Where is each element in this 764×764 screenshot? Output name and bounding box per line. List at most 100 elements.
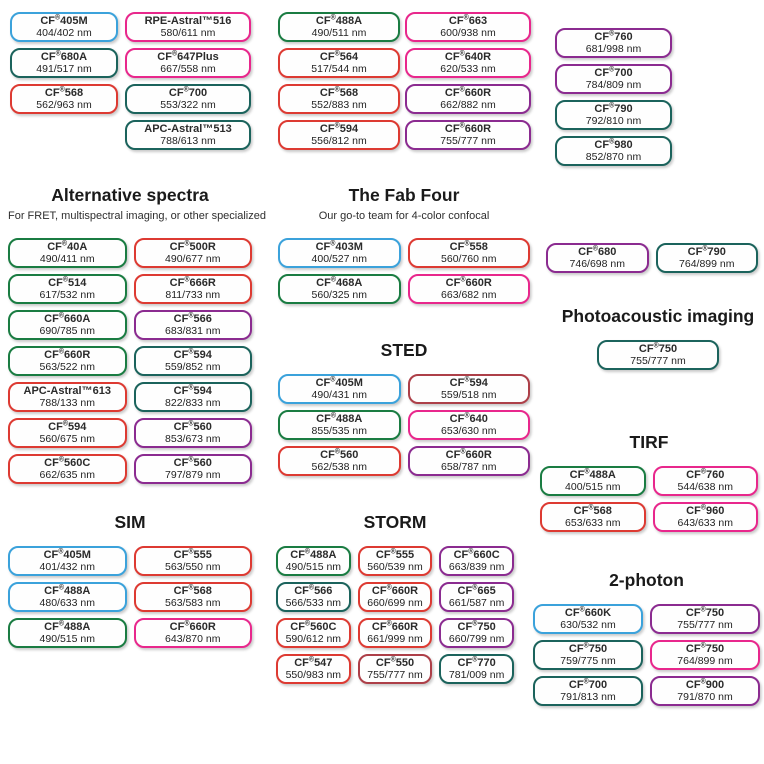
dye-wavelength: 556/812 nm (311, 135, 367, 148)
dye-wavelength: 792/810 nm (585, 115, 642, 128)
dye-name: CF®568 (573, 504, 612, 517)
dye-wavelength: 562/963 nm (36, 99, 92, 112)
dye-wavelength: 791/870 nm (677, 691, 733, 704)
dye-name: RPE-Astral™516 (144, 14, 232, 27)
dye-name: CF®750 (685, 606, 725, 619)
dye-wavelength: 517/544 nm (311, 63, 367, 76)
dye-wavelength: 662/882 nm (440, 99, 496, 112)
dye-wavelength: 746/698 nm (569, 258, 625, 271)
dye-name: CF®700 (168, 86, 208, 99)
dye-name: APC-Astral™513 (144, 122, 232, 135)
dye-wavelength: 559/518 nm (441, 389, 497, 402)
dye-name: CF®488A (44, 620, 91, 633)
dye-wavelength: 660/699 nm (367, 597, 423, 610)
dye-name: CF®40A (47, 240, 88, 253)
dye-wavelength: 663/839 nm (448, 561, 505, 574)
dye-name: CF®403M (315, 240, 363, 253)
dye-name: CF®594 (449, 376, 488, 389)
sted-title: STED (380, 340, 428, 360)
dye-name: CF®770 (457, 656, 496, 669)
dye-name: CF®900 (685, 678, 725, 691)
dye-name: CF®750 (457, 620, 496, 633)
dye-wavelength: 788/613 nm (160, 135, 216, 148)
dye-name: CF®488A (44, 584, 91, 597)
dye-name: CF®660R (44, 348, 91, 361)
dye-name: CF®660C (453, 548, 500, 561)
dye-wavelength: 563/550 nm (165, 561, 221, 574)
dye-wavelength: 560/675 nm (39, 433, 95, 446)
dye-name: CF®665 (457, 584, 496, 597)
dye-name: CF®660R (444, 86, 492, 99)
dye-wavelength: 400/515 nm (565, 481, 621, 494)
dye-wavelength: 681/998 nm (585, 43, 642, 56)
dye-name: CF®547 (294, 656, 333, 669)
dye-wavelength: 600/938 nm (440, 27, 496, 40)
dye-wavelength: 400/527 nm (311, 253, 367, 266)
dye-name: CF®660A (44, 312, 91, 325)
dye-wavelength: 490/515 nm (285, 561, 342, 574)
dye-name: CF®558 (449, 240, 488, 253)
dye-wavelength: 562/538 nm (311, 461, 367, 474)
dye-wavelength: 667/558 nm (160, 63, 216, 76)
dye-wavelength: 560/539 nm (367, 561, 423, 574)
dye-name: CF®488A (315, 14, 363, 27)
dye-name: CF®680 (578, 245, 617, 258)
dye-name: CF®750 (638, 342, 678, 355)
dye-wavelength: 491/517 nm (36, 63, 92, 76)
dye-name: CF®660R (169, 620, 216, 633)
dye-wavelength: 755/777 nm (677, 619, 733, 632)
dye-wavelength: 853/673 nm (165, 433, 221, 446)
dye-name: CF®980 (594, 138, 633, 151)
dye-name: CF®500R (169, 240, 216, 253)
dye-name: CF®647Plus (157, 50, 219, 63)
dye-wavelength: 490/677 nm (165, 253, 221, 266)
dye-name: CF®488A (569, 468, 616, 481)
dye-wavelength: 690/785 nm (39, 325, 95, 338)
dye-name: CF®960 (686, 504, 725, 517)
